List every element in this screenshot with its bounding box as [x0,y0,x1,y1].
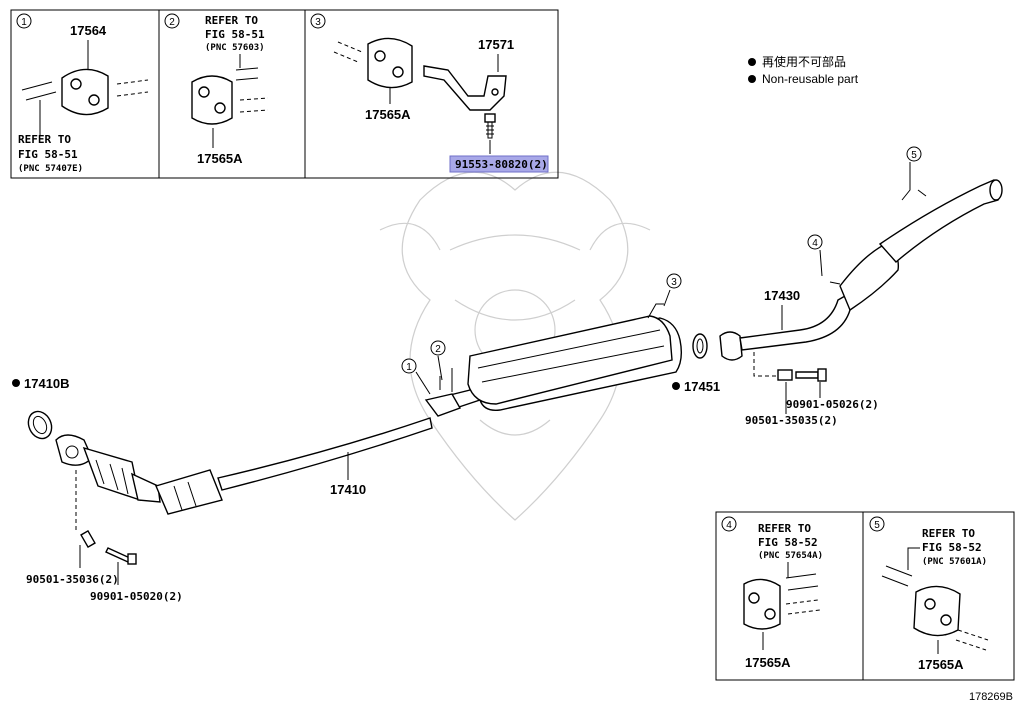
part-number[interactable]: 17410 [330,482,366,497]
ref-line: FIG 58-51 [18,148,78,161]
ref-line: REFER TO [758,522,811,535]
diagram-id: 178269B [969,691,1013,703]
bolt-icon [484,113,496,139]
callout-1: 1 [401,358,417,374]
hanger-rubber-icon [191,75,233,125]
ref-pnc: (PNC 57654A) [758,551,823,561]
flange-icon [719,331,743,361]
svg-text:4: 4 [812,238,818,249]
part-number[interactable]: 17565A [745,655,791,670]
center-muffler [424,315,683,417]
part-number[interactable]: 17410B [24,376,70,391]
callout-3: 3 [666,273,682,289]
inset-4: 4 REFER TO FIG 58-52 (PNC 57654A) 17565A [715,511,864,681]
ref-line: FIG 58-51 [205,28,265,41]
part-number[interactable]: 17565A [197,151,243,166]
callout-number: 1 [21,17,27,28]
watermark-crest [379,171,651,521]
gasket-ring-icon [27,410,53,440]
ref-line: REFER TO [922,527,975,540]
callout-number: 5 [874,520,880,531]
inset-2: 2 REFER TO FIG 58-51 (PNC 57603) 17565A [158,9,306,179]
inset-3: 3 17565A 17571 91553-80820(2) [304,9,559,179]
callout-circle [164,13,180,29]
svg-text:1: 1 [406,362,412,373]
front-pipe-assembly [55,417,433,515]
svg-text:2: 2 [435,344,441,355]
ref-line: REFER TO [18,133,71,146]
tail-pipe-assembly [719,179,1003,361]
hanger-rubber-icon [743,578,781,630]
part-number[interactable]: 17564 [70,23,107,38]
non-reusable-dot-icon [672,382,680,390]
bolt-icon [795,368,827,382]
callout-circle [16,13,32,29]
ref-line: REFER TO [205,14,258,27]
part-number[interactable]: 90501-35035(2) [745,414,838,427]
callout-number: 3 [315,17,321,28]
legend-en: Non-reusable part [762,72,859,86]
non-reusable-dot-icon [748,75,756,83]
highlight-box [449,155,549,173]
part-number[interactable]: 90901-05026(2) [786,398,879,411]
bolt-icon [105,547,137,565]
part-number[interactable]: 90501-35036(2) [26,573,119,586]
part-number[interactable]: 17565A [365,107,411,122]
non-reusable-dot-icon [748,58,756,66]
ref-pnc: (PNC 57407E) [18,164,83,174]
hanger-rubber-icon [367,37,413,89]
hanger-rubber-icon [61,68,109,116]
ref-pnc: (PNC 57601A) [922,557,987,567]
hanger-rubber-icon [913,585,961,637]
part-number[interactable]: 90901-05020(2) [90,590,183,603]
callout-4: 4 [807,234,823,250]
callout-circle [869,516,885,532]
ref-line: FIG 58-52 [922,541,982,554]
callout-number: 4 [726,520,732,531]
part-number[interactable]: 17571 [478,37,514,52]
part-number[interactable]: 17565A [918,657,964,672]
legend-jp: 再使用不可部品 [762,54,846,69]
svg-text:5: 5 [911,150,917,161]
ref-line: FIG 58-52 [758,536,818,549]
ref-pnc: (PNC 57603) [205,43,265,53]
gasket-ring-icon [692,333,708,359]
part-number[interactable]: 17430 [764,288,800,303]
callout-circle [310,13,326,29]
catalytic-converter-icon [155,469,223,515]
inset-5: 5 REFER TO FIG 58-52 (PNC 57601A) 17565A [862,511,1015,681]
svg-text:3: 3 [671,277,677,288]
nut-icon [80,529,96,549]
non-reusable-dot-icon [12,379,20,387]
callout-5: 5 [906,146,922,162]
part-number[interactable]: 17451 [684,379,720,394]
callout-circle [721,516,737,532]
nut-icon [777,369,793,381]
inset-1: 1 17564 REFER TO FIG 58-51 (PNC 57407E) [10,9,160,179]
highlighted-part-number[interactable]: 91553-80820(2) [455,158,548,171]
callout-number: 2 [169,17,175,28]
callout-2: 2 [430,340,446,356]
bracket-icon [423,65,507,111]
legend: 再使用不可部品 Non-reusable part [748,54,859,86]
